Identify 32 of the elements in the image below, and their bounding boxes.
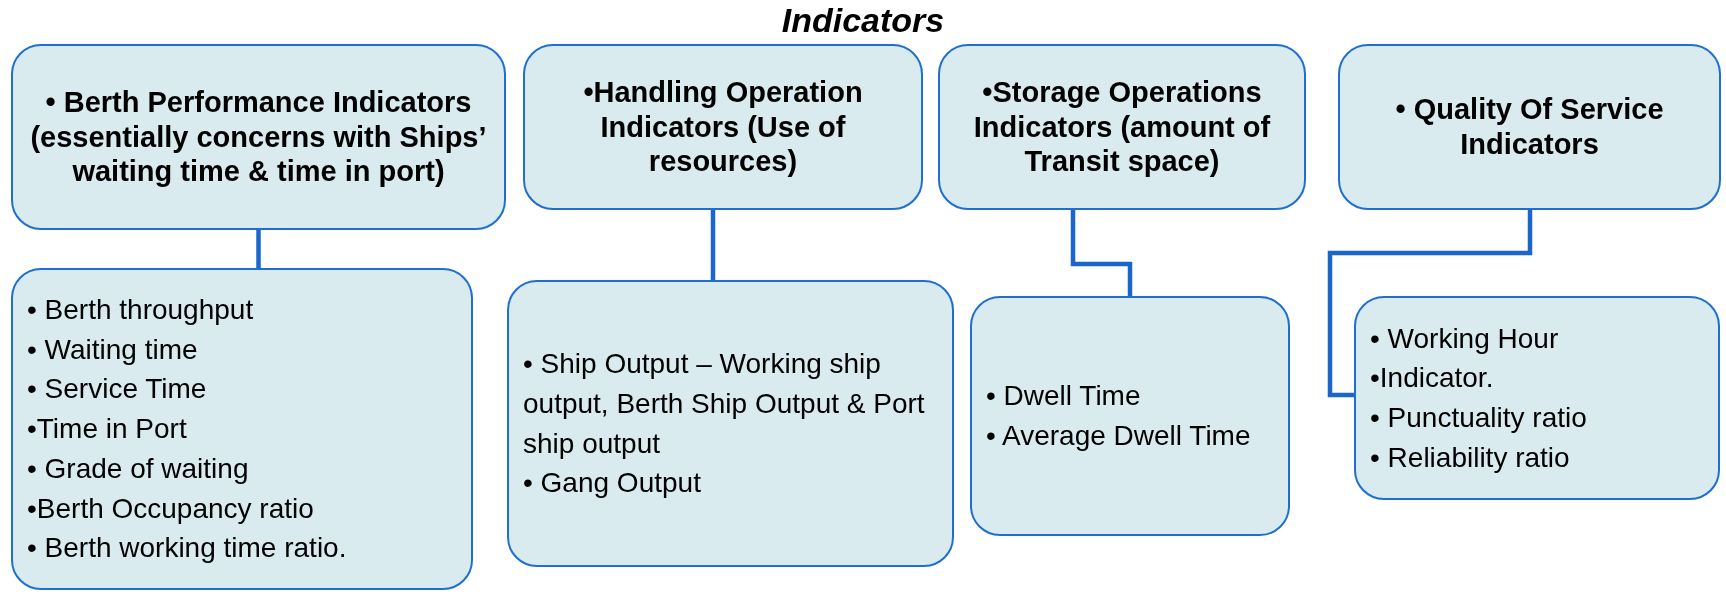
category-heading: •Storage Operations Indicators (amount of Transit space) bbox=[972, 74, 1272, 180]
indicator-item: • Average Dwell Time bbox=[986, 419, 1252, 453]
indicator-list-box bbox=[970, 296, 1290, 536]
indicator-item: • Gang Output bbox=[523, 466, 702, 501]
category-box bbox=[1338, 44, 1721, 210]
category-heading: • Berth Performance Indicators (essentially concerns with Ships’ waiting time & time in port) bbox=[29, 84, 488, 190]
indicator-item: • Working Hour bbox=[1370, 321, 1560, 356]
indicator-item: • Dwell Time bbox=[986, 379, 1142, 414]
indicator-item: • Berth working time ratio. bbox=[27, 531, 348, 566]
indicator-list-box bbox=[1354, 296, 1720, 500]
connector-line bbox=[256, 230, 261, 268]
category-box bbox=[11, 44, 506, 230]
indicator-item: • Waiting time bbox=[27, 332, 199, 367]
indicator-list-box bbox=[507, 280, 954, 567]
connector-line bbox=[1327, 210, 1533, 398]
category-heading: • Quality Of Service Indicators bbox=[1394, 92, 1665, 162]
indicator-item: • Ship Output – Working ship output, Berth Ship Output & Port ship output bbox=[523, 347, 926, 461]
category-heading: •Handling Operation Indicators (Use of resources) bbox=[582, 74, 864, 180]
category-box bbox=[938, 44, 1306, 210]
diagram-title: Indicators bbox=[780, 0, 946, 40]
indicator-item: • Service Time bbox=[27, 372, 208, 407]
indicator-list-box bbox=[11, 268, 473, 590]
indicator-item: •Time in Port bbox=[27, 412, 188, 447]
connector-line bbox=[710, 210, 716, 280]
indicator-item: • Berth throughput bbox=[27, 292, 255, 327]
category-box bbox=[523, 44, 923, 210]
indicator-item: • Punctuality ratio bbox=[1370, 401, 1588, 435]
indicator-item: •Berth Occupancy ratio bbox=[27, 491, 315, 526]
indicator-item: • Reliability ratio bbox=[1370, 440, 1571, 475]
connector-line bbox=[1070, 210, 1133, 296]
indicator-item: • Grade of waiting bbox=[27, 451, 250, 486]
indicator-item: •Indicator. bbox=[1370, 361, 1495, 396]
